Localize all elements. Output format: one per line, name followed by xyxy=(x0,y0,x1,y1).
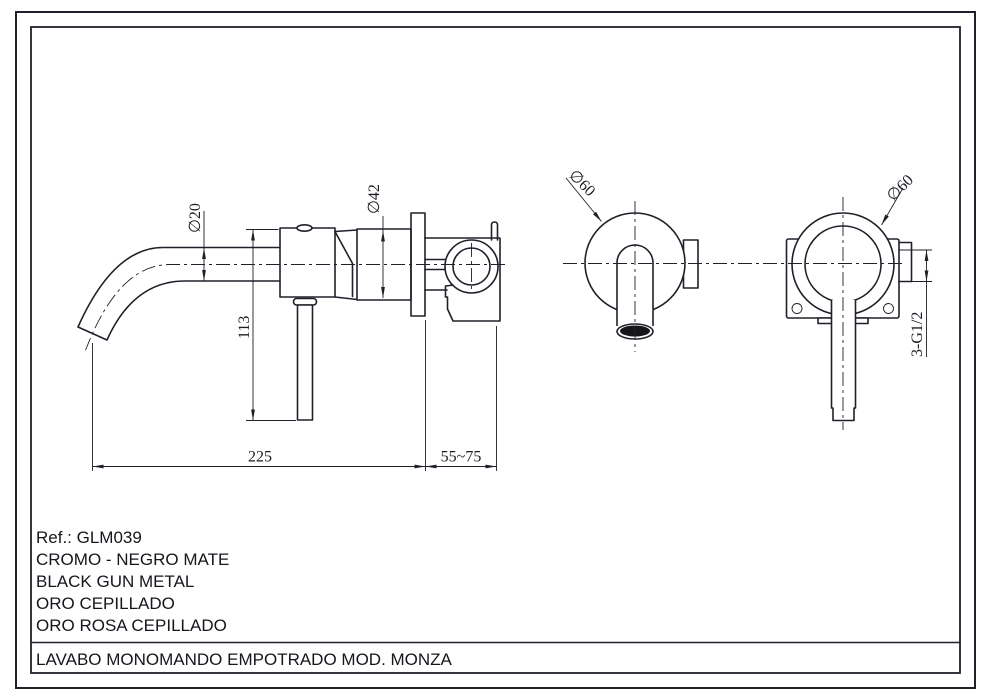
arrowhead xyxy=(924,270,929,282)
lever-rod-side xyxy=(296,304,314,421)
dim-label-body-diameter: ∅42 xyxy=(366,184,383,214)
spout-axis-centerline xyxy=(85,264,505,351)
arrowhead xyxy=(414,464,426,469)
arrowhead xyxy=(251,229,255,241)
screw-hole-right xyxy=(883,303,894,314)
arrowhead xyxy=(381,287,385,298)
dim-line-reach-depth xyxy=(92,320,497,471)
dim-label-drop-height: 113 xyxy=(236,316,253,339)
mixer-body xyxy=(279,227,336,298)
arrowhead xyxy=(202,270,206,281)
arrowhead xyxy=(425,464,437,469)
inner-border xyxy=(30,26,961,674)
finish-option: BLACK GUN METAL xyxy=(36,572,194,591)
connection-tab xyxy=(897,241,913,283)
spout-front-view xyxy=(584,212,699,340)
centerlines xyxy=(85,197,902,430)
inwall-valve-outline xyxy=(424,221,501,322)
arrowhead xyxy=(881,214,889,225)
finish-option: CROMO - NEGRO MATE xyxy=(36,550,229,569)
sheet-frame xyxy=(15,11,976,689)
screw-hole-left xyxy=(791,303,803,314)
arrowhead xyxy=(381,230,385,242)
lever-collar xyxy=(292,297,318,306)
dim-label-spout-reach: 225 xyxy=(248,449,272,466)
body-taper-joint xyxy=(334,229,358,301)
arrowhead xyxy=(924,250,929,261)
dim-label-wall-depth: 55~75 xyxy=(441,449,482,466)
side-view xyxy=(77,212,501,421)
dim-label-connections: 3-G1/2 xyxy=(909,312,926,357)
drawing-title: LAVABO MONOMANDO EMPOTRADO MOD. MONZA xyxy=(36,650,453,669)
finish-option: ORO CEPILLADO xyxy=(36,594,175,613)
dim-line-connections xyxy=(898,249,932,357)
spout-profile xyxy=(77,246,281,341)
dim-line-drop-height xyxy=(246,229,296,421)
arrowhead xyxy=(202,248,206,259)
dim-label-spout-escutcheon: ∅60 xyxy=(565,167,598,200)
lever-rod-front xyxy=(830,300,857,422)
info-block: Ref.: GLM039 CROMO - NEGRO MATE BLACK GU… xyxy=(36,528,453,669)
arrowhead xyxy=(593,211,602,222)
arrowhead xyxy=(251,409,255,421)
handle-front-view xyxy=(785,212,913,422)
dim-label-spout-diameter: ∅20 xyxy=(187,203,204,233)
dimension-annotations: ∅20 ∅42 113 225 55~75 ∅60 ∅60 3-G1/2 xyxy=(92,167,932,471)
reference-number: Ref.: GLM039 xyxy=(36,528,142,547)
arrowhead xyxy=(92,464,104,469)
finish-option: ORO ROSA CEPILLADO xyxy=(36,616,227,635)
outer-border xyxy=(15,11,976,689)
dim-label-handle-escutcheon: ∅60 xyxy=(884,172,917,205)
body-top-detail xyxy=(296,224,313,233)
arrowhead xyxy=(485,464,497,469)
